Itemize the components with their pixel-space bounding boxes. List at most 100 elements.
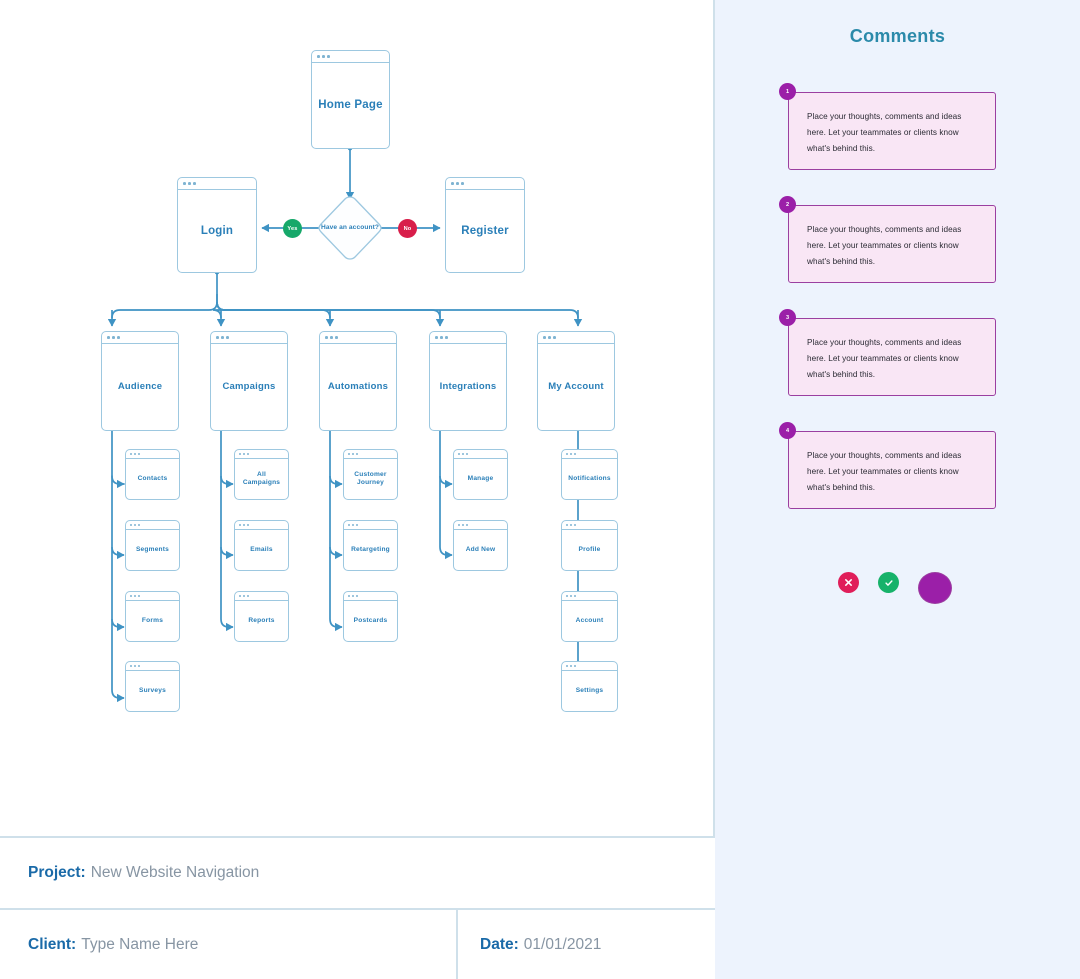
diamond-shape bbox=[318, 196, 382, 260]
card-titlebar bbox=[102, 332, 178, 344]
node-page-reports[interactable]: Reports bbox=[234, 591, 289, 642]
node-label: Manage bbox=[467, 474, 494, 482]
node-page-all-campaigns[interactable]: All Campaigns bbox=[234, 449, 289, 500]
node-label: Account bbox=[575, 616, 604, 624]
flow-diagram: Home Page Have an account? Yes No Log bbox=[101, 50, 618, 712]
reject-button[interactable] bbox=[838, 572, 859, 593]
project-label: Project: bbox=[28, 864, 86, 881]
project-value[interactable]: New Website Navigation bbox=[90, 864, 260, 881]
card-titlebar bbox=[446, 178, 524, 190]
comment-actions bbox=[788, 572, 996, 604]
node-section-campaigns[interactable]: Campaigns bbox=[210, 331, 288, 431]
node-label: Home Page bbox=[318, 99, 383, 112]
date-value[interactable]: 01/01/2021 bbox=[523, 935, 602, 953]
footer-project-row: Project: New Website Navigation bbox=[0, 836, 715, 910]
node-label: Retargeting bbox=[351, 545, 390, 553]
node-decision-have-account[interactable]: Have an account? bbox=[315, 194, 385, 262]
node-label: Settings bbox=[575, 686, 604, 694]
comment-card[interactable]: 2 Place your thoughts, comments and idea… bbox=[779, 196, 996, 283]
add-comment-button[interactable] bbox=[918, 572, 952, 604]
node-label: Customer Journey bbox=[354, 470, 387, 486]
card-titlebar bbox=[312, 51, 389, 63]
card-titlebar bbox=[126, 521, 179, 530]
node-page-surveys[interactable]: Surveys bbox=[125, 661, 180, 712]
node-label: My Account bbox=[548, 381, 604, 393]
node-page-manage[interactable]: Manage bbox=[453, 449, 508, 500]
card-titlebar bbox=[562, 450, 617, 459]
client-value[interactable]: Type Name Here bbox=[81, 935, 199, 953]
node-label: Audience bbox=[117, 381, 163, 393]
node-section-audience[interactable]: Audience bbox=[101, 331, 179, 431]
node-label: Have an account? bbox=[320, 223, 380, 231]
close-icon bbox=[845, 579, 852, 586]
date-label: Date: bbox=[480, 935, 519, 953]
comment-text: Place your thoughts, comments and ideas … bbox=[807, 338, 962, 379]
node-section-integrations[interactable]: Integrations bbox=[429, 331, 507, 431]
card-titlebar bbox=[320, 332, 396, 344]
node-page-forms[interactable]: Forms bbox=[125, 591, 180, 642]
node-label: Notifications bbox=[568, 474, 611, 482]
card-titlebar bbox=[178, 178, 256, 190]
node-page-segments[interactable]: Segments bbox=[125, 520, 180, 571]
node-login[interactable]: Login bbox=[177, 177, 257, 273]
card-titlebar bbox=[235, 450, 288, 459]
node-page-customer-journey[interactable]: Customer Journey bbox=[343, 449, 398, 500]
comments-title: Comments bbox=[849, 26, 946, 46]
node-section-automations[interactable]: Automations bbox=[319, 331, 397, 431]
card-titlebar bbox=[126, 592, 179, 601]
node-register[interactable]: Register bbox=[445, 177, 525, 273]
card-titlebar bbox=[562, 521, 617, 530]
card-titlebar bbox=[235, 592, 288, 601]
node-page-emails[interactable]: Emails bbox=[234, 520, 289, 571]
comment-number-badge: 1 bbox=[779, 83, 796, 100]
node-label: Postcards bbox=[353, 616, 388, 624]
approve-button[interactable] bbox=[878, 572, 899, 593]
badge-label: Yes bbox=[287, 225, 298, 232]
node-label: Register bbox=[461, 224, 509, 237]
footer-client-row: Client: Type Name Here bbox=[0, 910, 458, 979]
node-page-account[interactable]: Account bbox=[561, 591, 618, 642]
comment-number-badge: 3 bbox=[779, 309, 796, 326]
card-titlebar bbox=[562, 662, 617, 671]
node-home-page[interactable]: Home Page bbox=[311, 50, 390, 149]
card-titlebar bbox=[454, 450, 507, 459]
comment-text: Place your thoughts, comments and ideas … bbox=[807, 225, 962, 266]
node-label: Emails bbox=[250, 545, 273, 553]
comment-number-badge: 4 bbox=[779, 422, 796, 439]
node-page-add-new[interactable]: Add New bbox=[453, 520, 508, 571]
card-titlebar bbox=[538, 332, 614, 344]
flowchart-canvas: Home Page Have an account? Yes No Log bbox=[101, 0, 715, 979]
node-label: Add New bbox=[465, 545, 496, 553]
comment-card[interactable]: 1 Place your thoughts, comments and idea… bbox=[779, 83, 996, 170]
node-label: Automations bbox=[327, 381, 389, 393]
check-icon bbox=[884, 579, 893, 586]
node-page-settings[interactable]: Settings bbox=[561, 661, 618, 712]
card-titlebar bbox=[344, 592, 397, 601]
node-page-profile[interactable]: Profile bbox=[561, 520, 618, 571]
card-titlebar bbox=[126, 662, 179, 671]
client-label: Client: bbox=[28, 935, 77, 953]
node-label: Forms bbox=[141, 616, 164, 624]
node-label: All Campaigns bbox=[242, 470, 281, 486]
badge-label: No bbox=[403, 225, 412, 232]
card-titlebar bbox=[126, 450, 179, 459]
node-label: Login bbox=[200, 224, 234, 237]
node-label: Reports bbox=[248, 616, 275, 624]
node-page-postcards[interactable]: Postcards bbox=[343, 591, 398, 642]
node-page-notifications[interactable]: Notifications bbox=[561, 449, 618, 500]
node-label: Profile bbox=[578, 545, 601, 553]
card-titlebar bbox=[430, 332, 506, 344]
node-page-retargeting[interactable]: Retargeting bbox=[343, 520, 398, 571]
node-section-my-account[interactable]: My Account bbox=[537, 331, 615, 431]
card-titlebar bbox=[211, 332, 287, 344]
comment-card[interactable]: 4 Place your thoughts, comments and idea… bbox=[779, 422, 996, 509]
card-titlebar bbox=[235, 521, 288, 530]
badge-no: No bbox=[398, 219, 417, 238]
card-titlebar bbox=[344, 450, 397, 459]
comment-text: Place your thoughts, comments and ideas … bbox=[807, 112, 962, 153]
card-titlebar bbox=[454, 521, 507, 530]
badge-yes: Yes bbox=[283, 219, 302, 238]
node-label: Surveys bbox=[138, 686, 167, 694]
node-page-contacts[interactable]: Contacts bbox=[125, 449, 180, 500]
comment-card[interactable]: 3 Place your thoughts, comments and idea… bbox=[779, 309, 996, 396]
